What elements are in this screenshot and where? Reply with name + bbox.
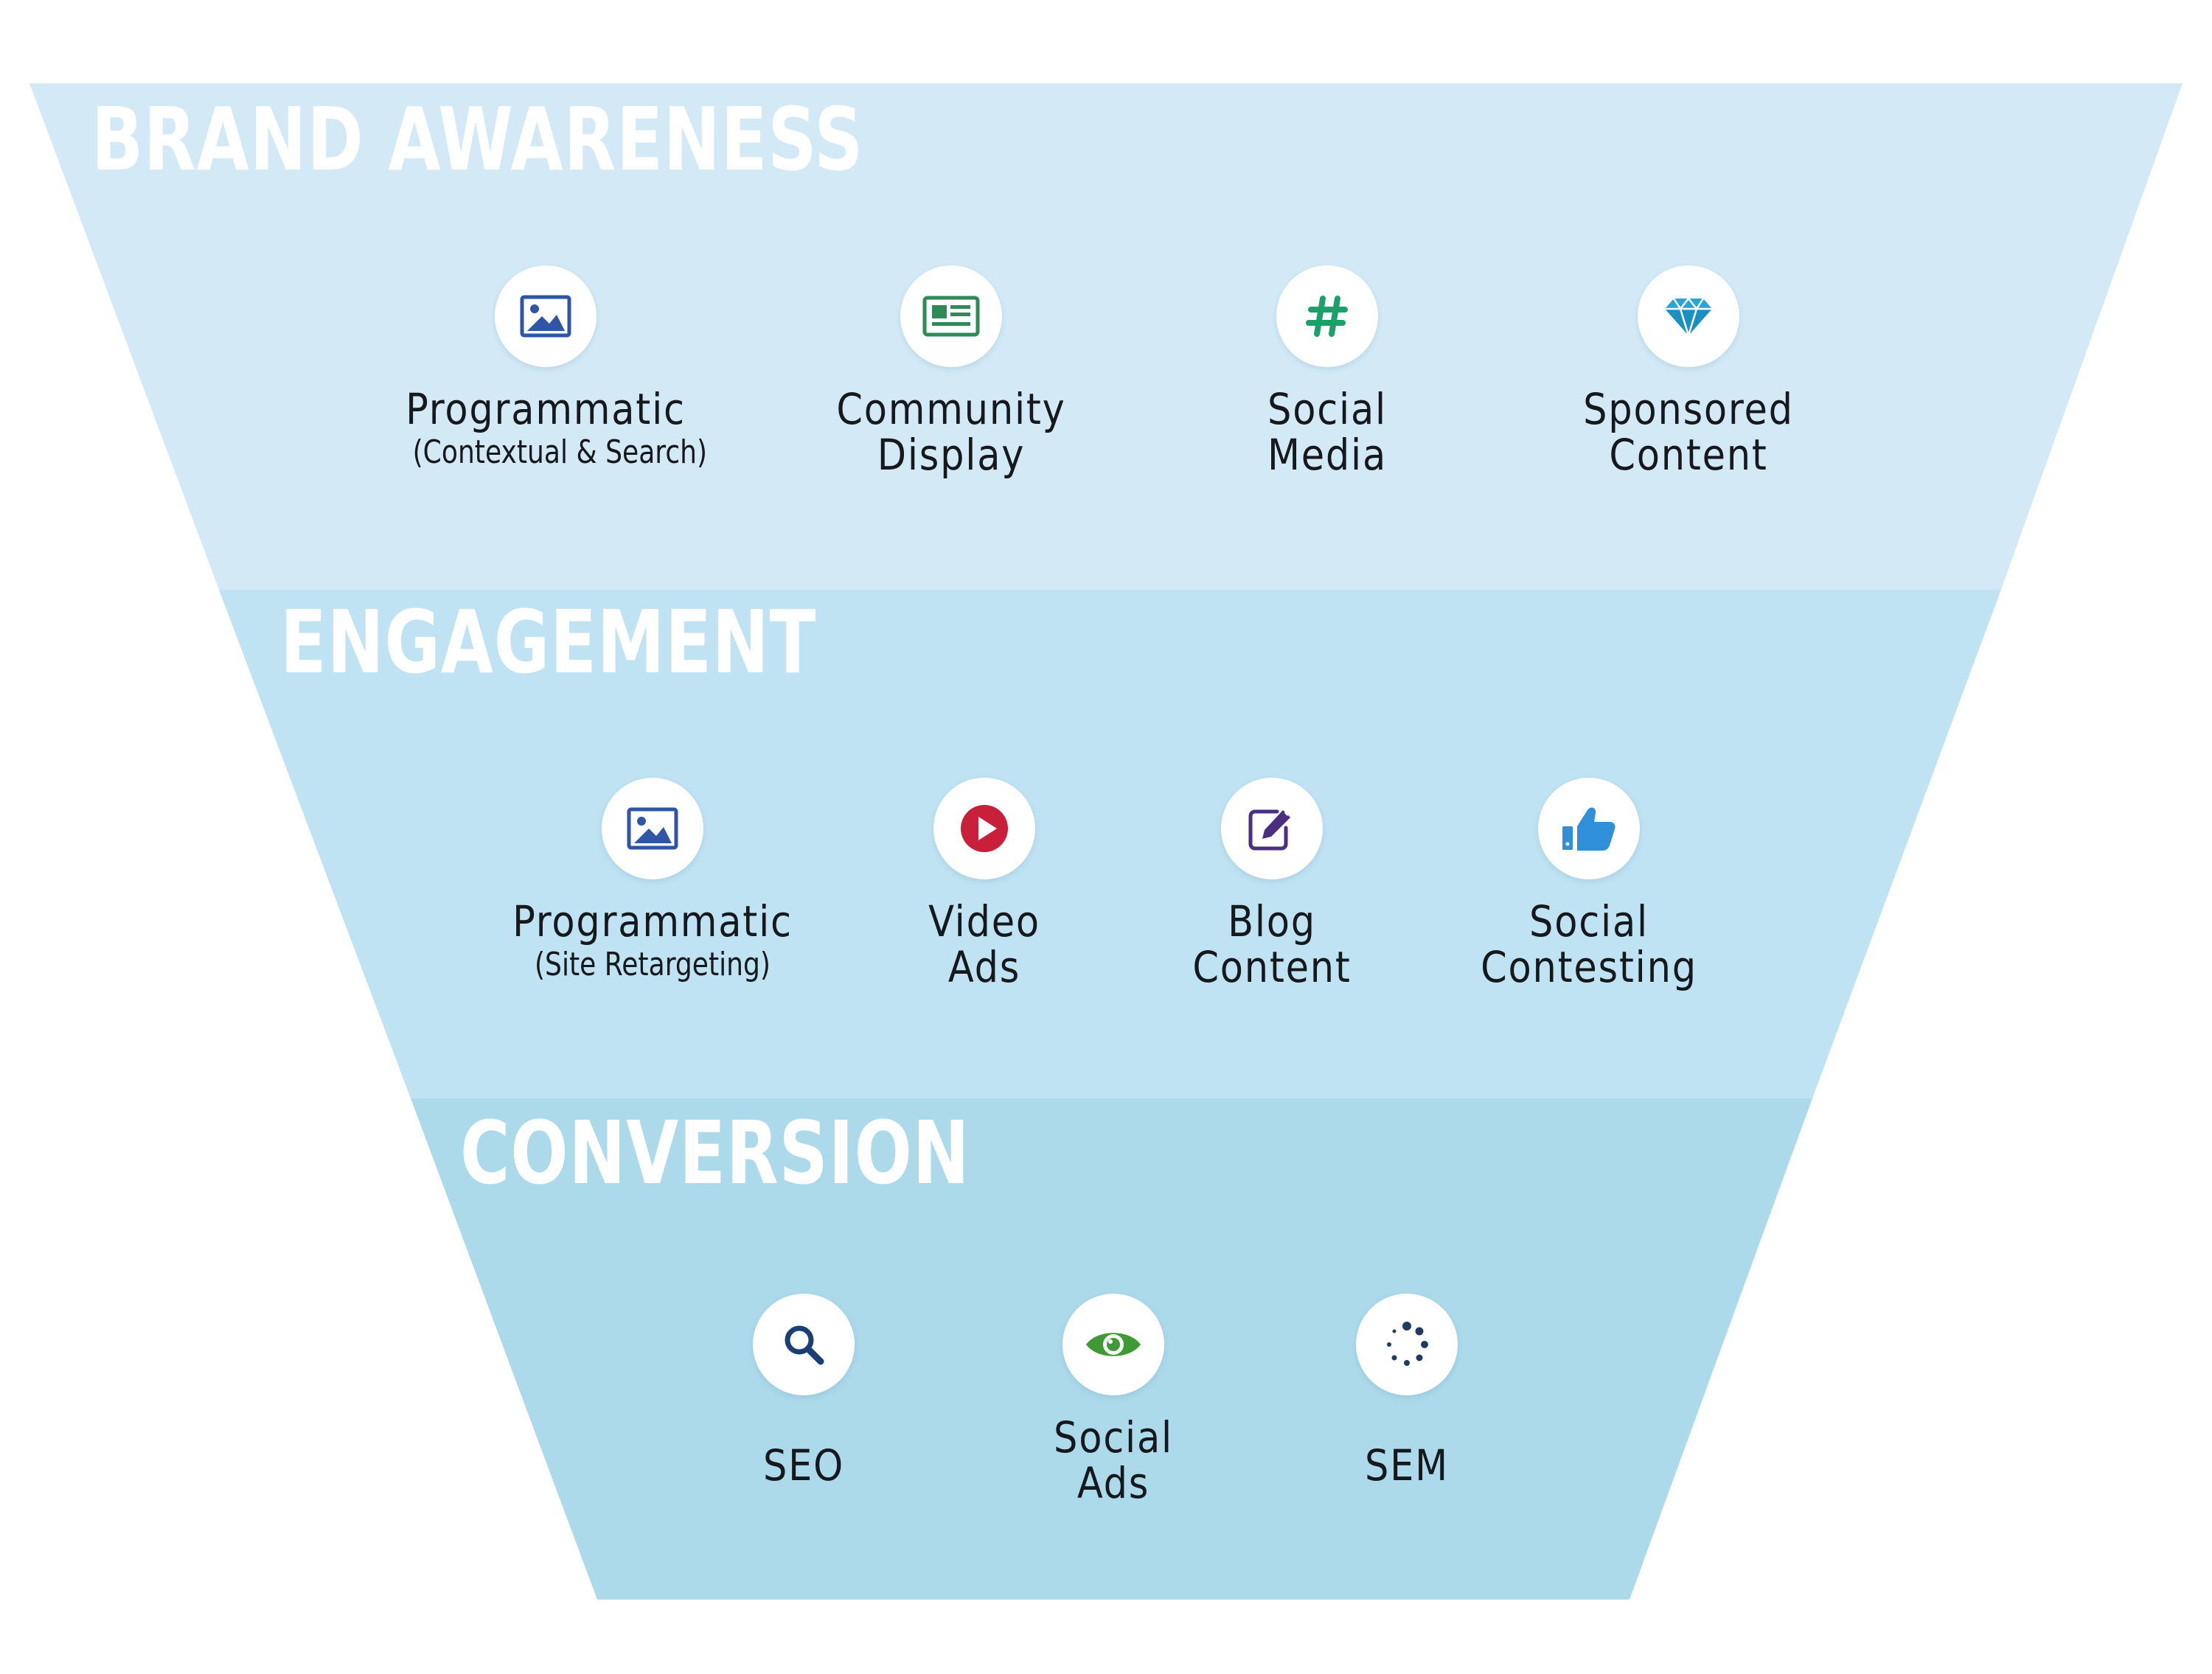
item-label: SEM (1365, 1440, 1449, 1490)
diamond-icon (1665, 296, 1712, 337)
icon-badge (933, 778, 1035, 879)
item-label: Community Display (836, 384, 1066, 480)
funnel-item-programmatic-retargeting: Programmatic (Site Retargeting) (490, 778, 815, 986)
item-sublabel: (Site Retargeting) (534, 946, 771, 983)
item-label: Blog Content (1192, 896, 1352, 992)
loading-dots-icon (1387, 1322, 1428, 1366)
stage-title-conversion: CONVERSION (460, 1102, 970, 1204)
play-icon (961, 805, 1008, 852)
icon-badge (495, 265, 597, 367)
item-label: Social Contesting (1481, 896, 1697, 992)
item-label: Sponsored Content (1583, 384, 1794, 480)
funnel-item-social-contesting: Social Contesting (1427, 778, 1751, 990)
icon-badge (900, 265, 1002, 367)
icon-badge (602, 778, 703, 879)
funnel-item-sem: SEM (1245, 1294, 1569, 1488)
funnel-item-blog-content: Blog Content (1110, 778, 1434, 990)
icon-badge (1276, 265, 1378, 367)
icon-badge (1221, 778, 1323, 879)
eye-icon (1086, 1333, 1141, 1356)
funnel-item-social-media: Social Media (1165, 265, 1489, 478)
search-icon (785, 1325, 824, 1365)
icon-badge (1538, 778, 1640, 879)
image-icon (627, 807, 678, 850)
hashtag-icon (1306, 296, 1348, 337)
funnel-item-programmatic-contextual: Programmatic (Contextual & Search) (383, 265, 708, 473)
stage-title-engagement: ENGAGEMENT (280, 591, 817, 693)
item-sublabel: (Contextual & Search) (412, 433, 708, 471)
funnel-item-social-ads: Social Ads (951, 1294, 1276, 1506)
item-label: SEO (762, 1440, 845, 1490)
item-label: Social Media (1267, 384, 1388, 480)
newspaper-icon (922, 296, 980, 337)
funnel-item-seo: SEO (641, 1294, 966, 1488)
icon-badge (1638, 265, 1739, 367)
icon-badge (1062, 1294, 1164, 1395)
item-label: Video Ads (928, 896, 1040, 992)
funnel-band-awareness (29, 83, 2183, 590)
stage-title-brand-awareness: BRAND AWARENESS (91, 88, 864, 190)
thumbs-up-icon (1562, 807, 1615, 851)
funnel-item-video-ads: Video Ads (822, 778, 1147, 990)
funnel-band-engagement (219, 590, 2001, 1098)
icon-badge (753, 1294, 855, 1395)
item-label: Programmatic (512, 896, 793, 946)
funnel-item-sponsored-content: Sponsored Content (1526, 265, 1851, 478)
edit-icon (1248, 809, 1290, 851)
image-icon (520, 295, 571, 338)
item-label: Programmatic (406, 384, 686, 434)
item-label: Social Ads (1054, 1412, 1173, 1508)
icon-badge (1356, 1294, 1458, 1395)
funnel-item-community-display: Community Display (789, 265, 1113, 478)
